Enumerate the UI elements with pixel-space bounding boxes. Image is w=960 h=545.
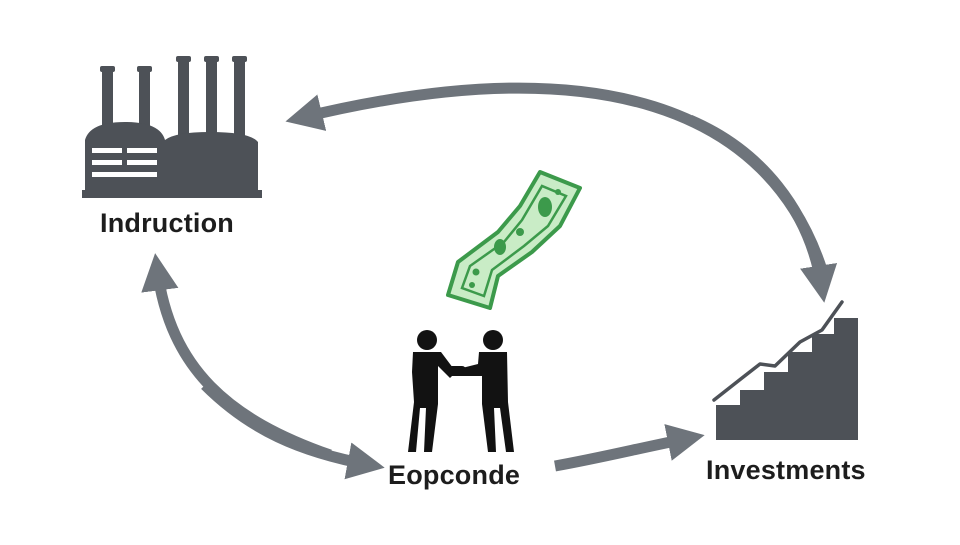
banknote-icon [446,170,582,310]
factory-icon [82,56,262,198]
arrow-consumption-to-investments [554,424,705,472]
investments-label: Investments [706,455,866,485]
production-label: Indruction [100,208,234,238]
arrow-consumption-to-production [141,253,332,461]
handshake-people-icon [408,330,514,452]
arrow-production-to-consumption [201,381,385,480]
arrow-production-to-investments [687,114,838,303]
consumption-label: Eopconde [388,460,521,490]
rising-stairs-chart-icon [712,300,858,440]
